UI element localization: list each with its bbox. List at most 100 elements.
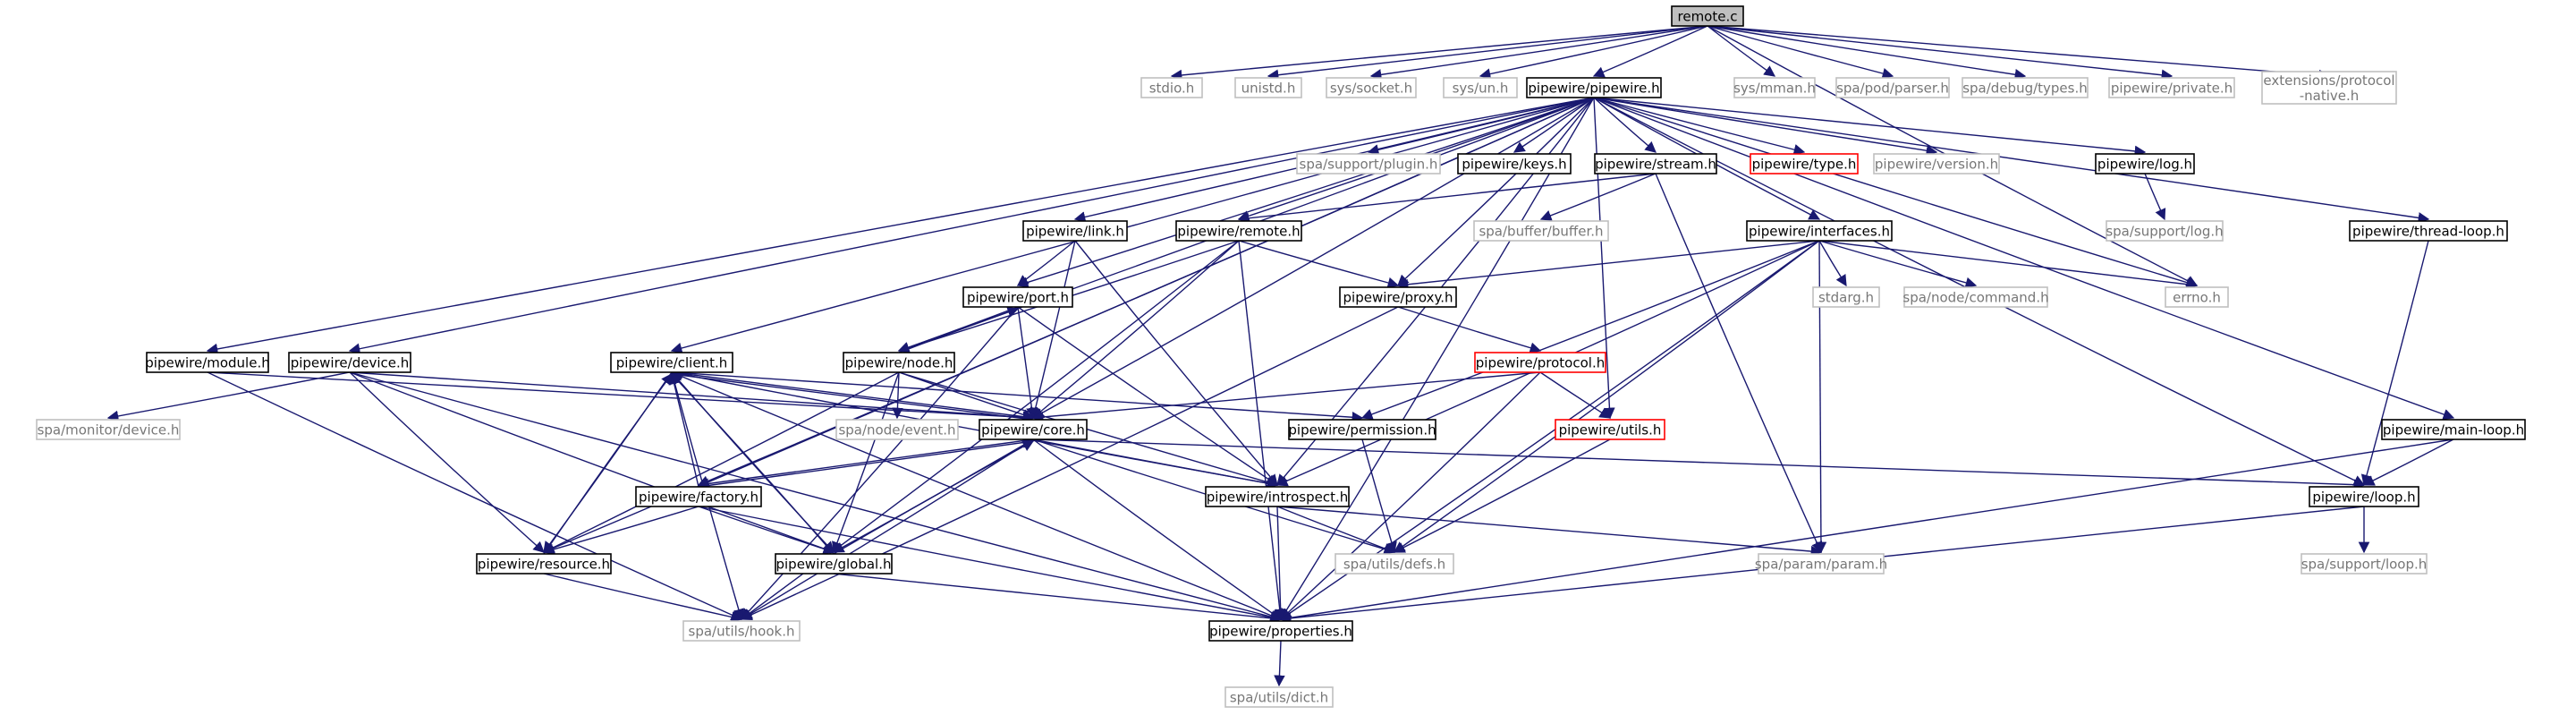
- edge-pipewire-factory-h-to-pipewire-global-h: [698, 506, 835, 555]
- edge-pipewire-utils-h-to-spa-utils-defs-h: [1393, 438, 1611, 553]
- node-pipewire-module-h[interactable]: pipewire/module.h: [145, 352, 270, 373]
- edge-pipewire-core-h-to-pipewire-properties-h: [1032, 438, 1283, 620]
- node-spa-support-plugin-h-label: spa/support/plugin.h: [1300, 157, 1438, 173]
- edge-pipewire-pipewire-h-to-pipewire-core-h: [1031, 97, 1595, 419]
- node-pipewire-version-h: pipewire/version.h: [1873, 153, 2000, 174]
- node-pipewire-remote-h[interactable]: pipewire/remote.h: [1175, 220, 1302, 242]
- node-spa-debug-types-h-label: spa/debug/types.h: [1962, 81, 2088, 97]
- node-pipewire-factory-h[interactable]: pipewire/factory.h: [635, 486, 762, 507]
- node-pipewire-type-h[interactable]: pipewire/type.h: [1750, 153, 1859, 174]
- edge-pipewire-device-h-to-pipewire-global-h: [349, 371, 835, 555]
- node-pipewire-global-h[interactable]: pipewire/global.h: [775, 553, 893, 575]
- node-pipewire-introspect-h[interactable]: pipewire/introspect.h: [1205, 486, 1350, 507]
- edge-pipewire-module-h-to-spa-utils-hook-h: [207, 371, 743, 621]
- edge-pipewire-remote-h-to-pipewire-core-h: [1032, 240, 1240, 419]
- edge-pipewire-factory-h-to-pipewire-resource-h: [542, 506, 699, 555]
- node-pipewire-main-loop-h[interactable]: pipewire/main-loop.h: [2381, 419, 2526, 440]
- node-stdio-h-box: [1140, 77, 1203, 98]
- edge-pipewire-node-h-to-pipewire-port-h: [898, 306, 1020, 353]
- node-errno-h-label: errno.h: [2173, 290, 2221, 306]
- edge-remote-c-to-spa-pod-parser-h: [1707, 25, 1894, 80]
- node-pipewire-core-h[interactable]: pipewire/core.h: [979, 419, 1088, 440]
- node-pipewire-proxy-h[interactable]: pipewire/proxy.h: [1339, 286, 1457, 308]
- node-spa-node-command-h-box: [1903, 286, 2048, 308]
- node-spa-support-log-h-label: spa/support/log.h: [2106, 224, 2223, 240]
- node-pipewire-pipewire-h-label: pipewire/pipewire.h: [1528, 81, 1659, 97]
- node-pipewire-core-h-box: [979, 419, 1088, 440]
- node-pipewire-proxy-h-label: pipewire/proxy.h: [1343, 290, 1453, 306]
- edge-pipewire-core-h-to-pipewire-loop-h: [1032, 438, 2366, 490]
- node-spa-utils-defs-h-box: [1335, 553, 1454, 575]
- node-pipewire-interfaces-h[interactable]: pipewire/interfaces.h: [1746, 220, 1893, 242]
- edge-pipewire-client-h-to-pipewire-core-h: [671, 371, 1035, 422]
- node-pipewire-utils-h-label: pipewire/utils.h: [1559, 422, 1662, 438]
- node-spa-buffer-buffer-h-label: spa/buffer/buffer.h: [1479, 224, 1603, 240]
- edge-pipewire-global-h-to-pipewire-core-h: [833, 440, 1035, 555]
- node-pipewire-pipewire-h[interactable]: pipewire/pipewire.h: [1526, 77, 1662, 98]
- node-sys-socket-h-box: [1326, 77, 1417, 98]
- node-pipewire-link-h-box: [1022, 220, 1128, 242]
- edge-pipewire-remote-h-to-pipewire-properties-h: [1238, 240, 1285, 621]
- node-pipewire-keys-h[interactable]: pipewire/keys.h: [1457, 153, 1572, 174]
- node-pipewire-permission-h[interactable]: pipewire/permission.h: [1288, 419, 1436, 440]
- node-pipewire-utils-h[interactable]: pipewire/utils.h: [1555, 419, 1665, 440]
- node-spa-pod-parser-h: spa/pod/parser.h: [1835, 77, 1950, 98]
- node-spa-node-command-h-label: spa/node/command.h: [1902, 290, 2048, 306]
- edge-pipewire-device-h-to-pipewire-properties-h: [349, 371, 1283, 623]
- node-pipewire-core-h-label: pipewire/core.h: [981, 422, 1085, 438]
- node-pipewire-interfaces-h-box: [1746, 220, 1893, 242]
- node-pipewire-introspect-h-box: [1205, 486, 1350, 507]
- node-stdarg-h-box: [1812, 286, 1880, 308]
- node-spa-support-loop-h-box: [2301, 553, 2428, 575]
- node-remote-c[interactable]: remote.c: [1671, 5, 1744, 27]
- node-pipewire-properties-h[interactable]: pipewire/properties.h: [1208, 620, 1353, 642]
- node-remote-c-box: [1671, 5, 1744, 27]
- node-pipewire-remote-h-label: pipewire/remote.h: [1177, 224, 1300, 240]
- edge-pipewire-interfaces-h-to-spa-utils-defs-h: [1393, 240, 1820, 553]
- node-spa-debug-types-h-box: [1962, 77, 2089, 98]
- node-pipewire-thread-loop-h[interactable]: pipewire/thread-loop.h: [2349, 220, 2508, 242]
- edge-pipewire-pipewire-h-to-pipewire-utils-h: [1593, 97, 1615, 420]
- node-pipewire-interfaces-h-label: pipewire/interfaces.h: [1749, 224, 1890, 240]
- edge-remote-c-to-sys-un-h: [1479, 25, 1708, 80]
- edge-remote-c-to-unistd-h: [1267, 25, 1708, 81]
- node-pipewire-pipewire-h-box: [1526, 77, 1662, 98]
- node-pipewire-factory-h-label: pipewire/factory.h: [639, 489, 758, 506]
- edge-pipewire-factory-h-to-pipewire-client-h: [668, 372, 699, 488]
- node-pipewire-keys-h-box: [1457, 153, 1572, 174]
- node-spa-utils-defs-h: spa/utils/defs.h: [1335, 553, 1454, 575]
- edge-pipewire-stream-h-to-pipewire-remote-h: [1237, 173, 1657, 225]
- edge-pipewire-port-h-to-pipewire-introspect-h: [1017, 306, 1279, 486]
- edge-pipewire-module-h-to-pipewire-core-h: [207, 371, 1035, 423]
- node-pipewire-protocol-h[interactable]: pipewire/protocol.h: [1474, 352, 1606, 373]
- node-pipewire-private-h-box: [2108, 77, 2235, 98]
- node-spa-node-command-h: spa/node/command.h: [1902, 286, 2049, 308]
- node-stdarg-h: stdarg.h: [1812, 286, 1880, 308]
- node-pipewire-resource-h[interactable]: pipewire/resource.h: [476, 553, 612, 575]
- edge-pipewire-main-loop-h-to-pipewire-loop-h: [2362, 438, 2454, 486]
- node-spa-monitor-device-h: spa/monitor/device.h: [36, 419, 181, 440]
- node-pipewire-loop-h[interactable]: pipewire/loop.h: [2309, 486, 2419, 507]
- edge-pipewire-stream-h-to-spa-param-param-h: [1655, 173, 1823, 554]
- edge-pipewire-client-h-to-pipewire-permission-h: [671, 371, 1364, 423]
- edge-pipewire-resource-h-to-spa-utils-hook-h: [543, 573, 743, 623]
- node-stdarg-h-label: stdarg.h: [1818, 290, 1874, 306]
- node-pipewire-global-h-box: [775, 553, 893, 575]
- node-pipewire-stream-h[interactable]: pipewire/stream.h: [1594, 153, 1717, 174]
- node-pipewire-log-h[interactable]: pipewire/log.h: [2095, 153, 2195, 174]
- node-pipewire-thread-loop-h-box: [2349, 220, 2508, 242]
- node-pipewire-device-h[interactable]: pipewire/device.h: [288, 352, 411, 373]
- node-pipewire-client-h[interactable]: pipewire/client.h: [610, 352, 733, 373]
- edge-remote-c-to-ext-protocol-native-h: [1707, 25, 2331, 81]
- node-pipewire-link-h[interactable]: pipewire/link.h: [1022, 220, 1128, 242]
- node-pipewire-node-h[interactable]: pipewire/node.h: [843, 352, 955, 373]
- node-pipewire-private-h: pipewire/private.h: [2108, 77, 2235, 98]
- node-pipewire-port-h[interactable]: pipewire/port.h: [962, 286, 1073, 308]
- edge-pipewire-pipewire-h-to-errno-h: [1593, 97, 2199, 288]
- node-pipewire-global-h-label: pipewire/global.h: [775, 557, 891, 573]
- node-spa-node-event-h-box: [835, 419, 959, 440]
- node-pipewire-link-h-label: pipewire/link.h: [1026, 224, 1124, 240]
- edge-pipewire-interfaces-h-to-errno-h: [1818, 240, 2199, 290]
- edge-pipewire-client-h-to-pipewire-properties-h: [671, 371, 1283, 621]
